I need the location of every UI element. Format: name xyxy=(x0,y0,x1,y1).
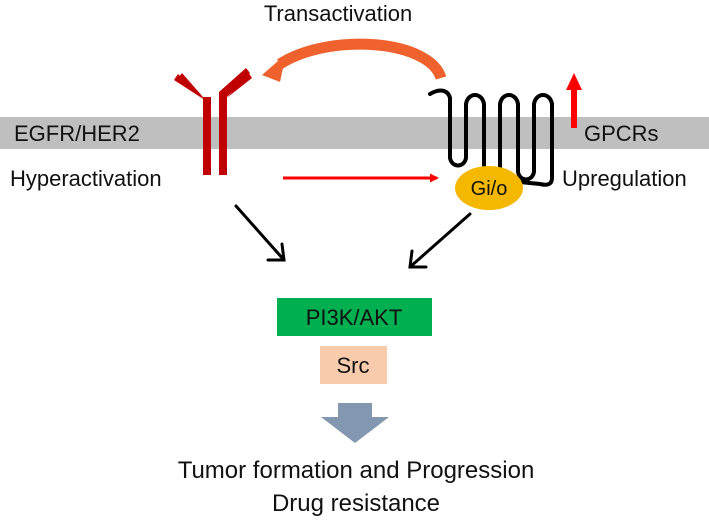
cell-membrane xyxy=(0,117,709,149)
egfr-her2-label: EGFR/HER2 xyxy=(14,121,140,146)
pi3k-akt-label: PI3K/AKT xyxy=(306,305,403,330)
gpcr-receptor-icon xyxy=(428,88,554,187)
g-protein-ellipse xyxy=(455,166,523,210)
outcome-line-1: Tumor formation and Progression xyxy=(178,457,535,484)
transactivation-label: Transactivation xyxy=(264,1,412,26)
src-label: Src xyxy=(337,353,370,378)
g-protein-label: Gi/o xyxy=(471,178,508,200)
egfr-her2-receptor-icon xyxy=(174,68,252,175)
outcome-block-arrow xyxy=(321,403,389,443)
outcome-line-2: Drug resistance xyxy=(272,490,440,517)
gpcrs-label: GPCRs xyxy=(584,121,659,146)
src-box xyxy=(320,346,387,384)
upregulation-label: Upregulation xyxy=(562,166,687,191)
pi3k-akt-box xyxy=(277,298,432,336)
receptor-to-pathway-arrow xyxy=(234,204,286,262)
gpcr-to-pathway-arrow xyxy=(408,212,472,269)
transactivation-arrow xyxy=(277,38,447,81)
hyperactivation-label: Hyperactivation xyxy=(10,166,162,191)
upregulation-arrow xyxy=(566,73,582,128)
transactivation-arrowhead xyxy=(262,54,286,82)
